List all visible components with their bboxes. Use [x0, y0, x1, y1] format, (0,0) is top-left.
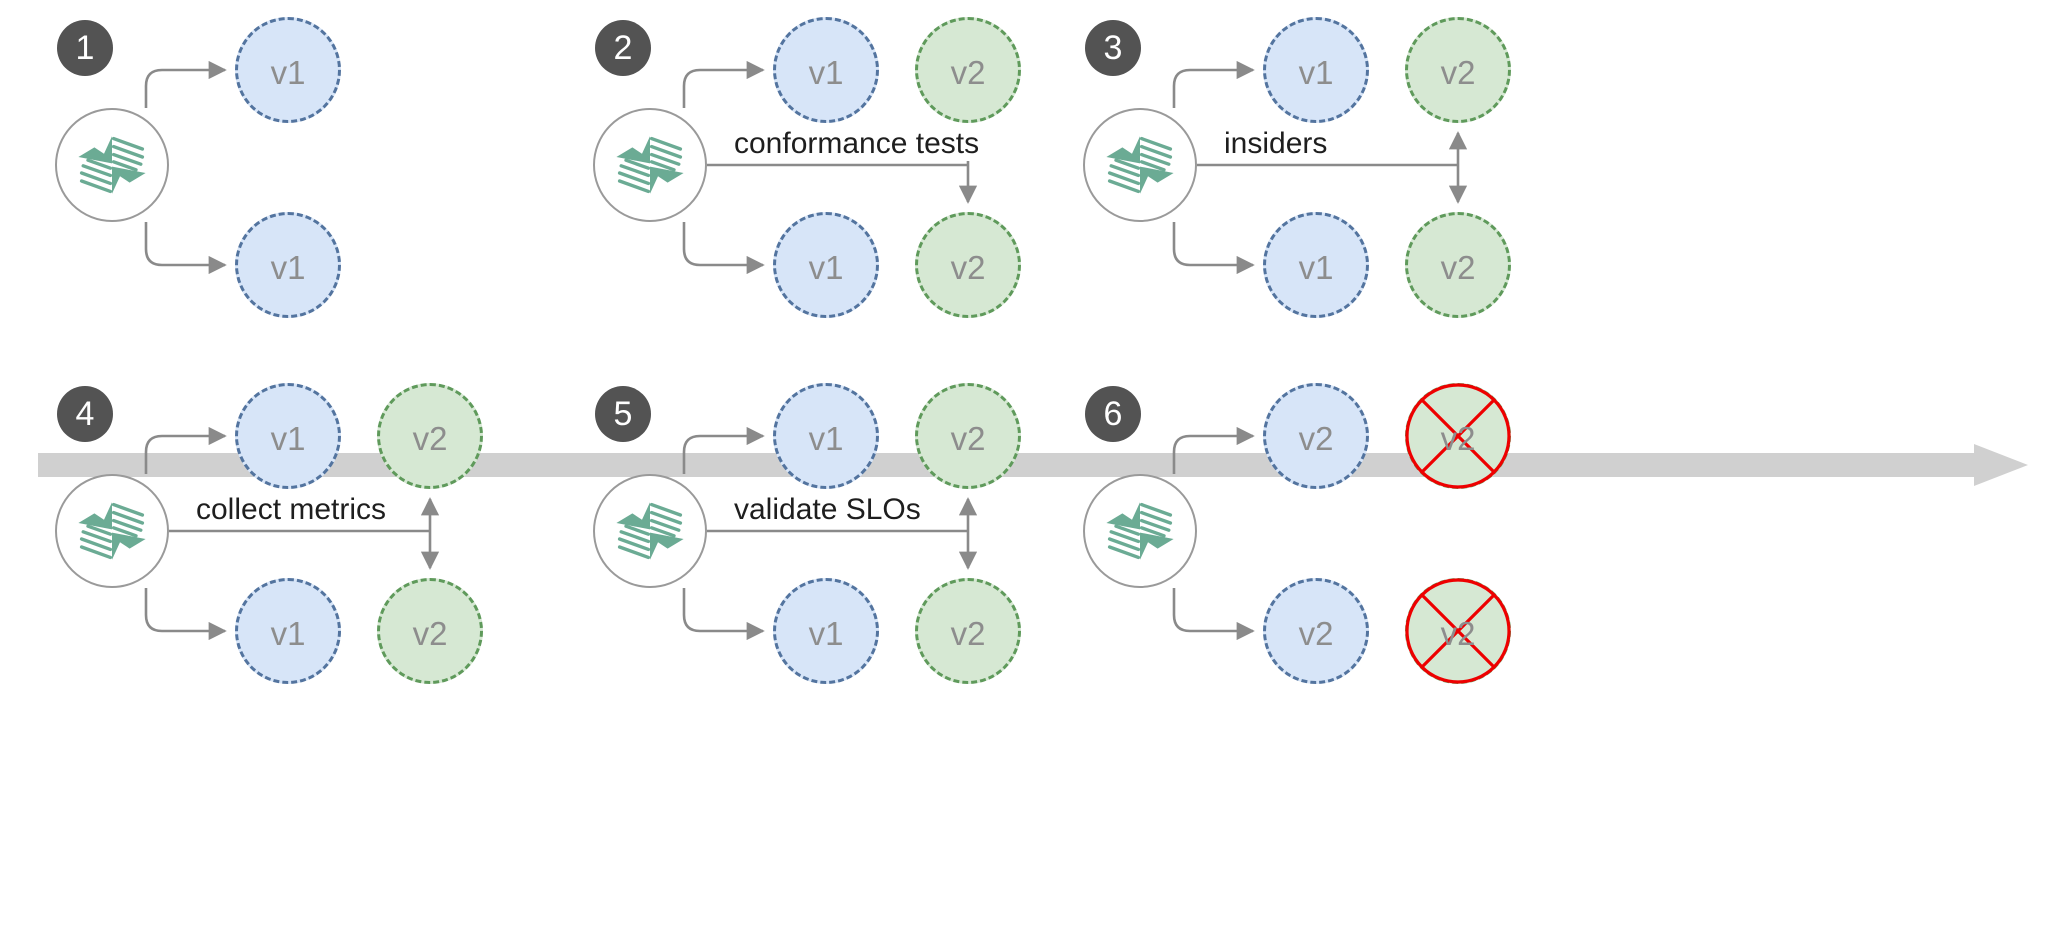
- step-panel-4: 4 v1 v1 v2 v2 collect metrics: [35, 378, 675, 758]
- node-label: v2: [1440, 54, 1476, 91]
- edge-source-to-primary-bottom: [1172, 222, 1255, 275]
- flagger-source-node[interactable]: [55, 474, 169, 588]
- node-label: v1: [270, 615, 306, 652]
- primary-node-bottom[interactable]: v1: [773, 212, 879, 318]
- connector-wires: [144, 426, 440, 641]
- edge-source-to-primary-bottom: [1172, 588, 1255, 641]
- flagger-logo-icon: [616, 136, 684, 194]
- connector-wires: [144, 60, 227, 275]
- canary-node-top[interactable]: v2: [915, 383, 1021, 489]
- step-number-badge: 3: [1085, 20, 1141, 76]
- step-panel-5: 5 v1 v1 v2 v2 validate SLOs: [573, 378, 1213, 758]
- node-label: v2: [412, 420, 448, 457]
- primary-node-bottom[interactable]: v1: [235, 578, 341, 684]
- node-label: v2: [950, 615, 986, 652]
- step-number-badge: 6: [1085, 386, 1141, 442]
- edge-source-to-primary-top: [1172, 60, 1255, 108]
- step-panel-3: 3 v1 v1 v2 v2 insiders: [1063, 12, 1703, 392]
- flagger-logo-icon: [616, 502, 684, 560]
- node-label: v1: [808, 420, 844, 457]
- primary-node-bottom[interactable]: v1: [235, 212, 341, 318]
- edge-source-to-primary-top: [682, 60, 765, 108]
- canary-node-top[interactable]: v2: [377, 383, 483, 489]
- node-label: v2: [1440, 615, 1476, 652]
- canary-node-top[interactable]: v2: [915, 17, 1021, 123]
- flagger-source-node[interactable]: [55, 108, 169, 222]
- primary-node-top[interactable]: v1: [235, 383, 341, 489]
- node-label: v1: [808, 249, 844, 286]
- primary-node-top[interactable]: v1: [773, 17, 879, 123]
- node-label: v2: [1298, 420, 1334, 457]
- connector-wires: [1172, 60, 1468, 275]
- node-label: v2: [1298, 615, 1334, 652]
- node-label: v2: [412, 615, 448, 652]
- edge-label: validate SLOs: [728, 493, 927, 527]
- edge-source-to-primary-top: [1172, 426, 1255, 474]
- step-panel-1: 1 v1 v1: [35, 12, 675, 392]
- edge-source-to-primary-bottom: [682, 222, 765, 275]
- primary-node-top[interactable]: v2: [1263, 383, 1369, 489]
- node-label: v2: [950, 54, 986, 91]
- step-number-badge: 4: [57, 386, 113, 442]
- flagger-source-node[interactable]: [593, 474, 707, 588]
- edge-source-to-primary-bottom: [144, 588, 227, 641]
- primary-node-bottom[interactable]: v2: [1263, 578, 1369, 684]
- node-label: v2: [950, 420, 986, 457]
- edge-source-to-primary-top: [144, 60, 227, 108]
- edge-label: insiders: [1218, 127, 1334, 161]
- canary-node-top[interactable]: v2: [1405, 383, 1511, 489]
- flagger-logo-icon: [1106, 502, 1174, 560]
- node-label: v1: [808, 615, 844, 652]
- node-label: v1: [270, 420, 306, 457]
- node-label: v1: [270, 249, 306, 286]
- timeline-arrow-shape: [38, 444, 2028, 486]
- edge-label: conformance tests: [728, 127, 986, 161]
- flagger-source-node[interactable]: [593, 108, 707, 222]
- node-label: v2: [950, 249, 986, 286]
- connector-wires: [682, 426, 978, 641]
- canary-node-top[interactable]: v2: [1405, 17, 1511, 123]
- flagger-source-node[interactable]: [1083, 474, 1197, 588]
- node-label: v2: [1440, 420, 1476, 457]
- step-panel-2: 2 v1 v1 v2 v2 conformance tests: [573, 12, 1213, 392]
- edge-source-to-primary-bottom: [144, 222, 227, 275]
- flagger-logo-icon: [78, 136, 146, 194]
- edge-source-to-primary-top: [144, 426, 227, 474]
- canary-node-bottom[interactable]: v2: [1405, 212, 1511, 318]
- node-label: v1: [808, 54, 844, 91]
- step-number-badge: 5: [595, 386, 651, 442]
- node-label: v1: [270, 54, 306, 91]
- canary-node-bottom[interactable]: v2: [1405, 578, 1511, 684]
- flagger-source-node[interactable]: [1083, 108, 1197, 222]
- flagger-logo-icon: [78, 502, 146, 560]
- step-number-badge: 2: [595, 20, 651, 76]
- edge-source-to-primary-bottom: [682, 588, 765, 641]
- canary-node-bottom[interactable]: v2: [915, 212, 1021, 318]
- node-label: v1: [1298, 54, 1334, 91]
- canary-node-bottom[interactable]: v2: [915, 578, 1021, 684]
- edge-label: collect metrics: [190, 493, 393, 527]
- primary-node-top[interactable]: v1: [1263, 17, 1369, 123]
- primary-node-bottom[interactable]: v1: [773, 578, 879, 684]
- primary-node-top[interactable]: v1: [773, 383, 879, 489]
- connector-wires: [1172, 426, 1255, 641]
- edge-source-to-primary-top: [682, 426, 765, 474]
- node-label: v2: [1440, 249, 1476, 286]
- flagger-logo-icon: [1106, 136, 1174, 194]
- timeline-arrow: [38, 444, 2028, 486]
- step-panel-6: 6 v2 v2 v2 v2: [1063, 378, 1703, 758]
- primary-node-bottom[interactable]: v1: [1263, 212, 1369, 318]
- step-number-badge: 1: [57, 20, 113, 76]
- canary-node-bottom[interactable]: v2: [377, 578, 483, 684]
- node-label: v1: [1298, 249, 1334, 286]
- primary-node-top[interactable]: v1: [235, 17, 341, 123]
